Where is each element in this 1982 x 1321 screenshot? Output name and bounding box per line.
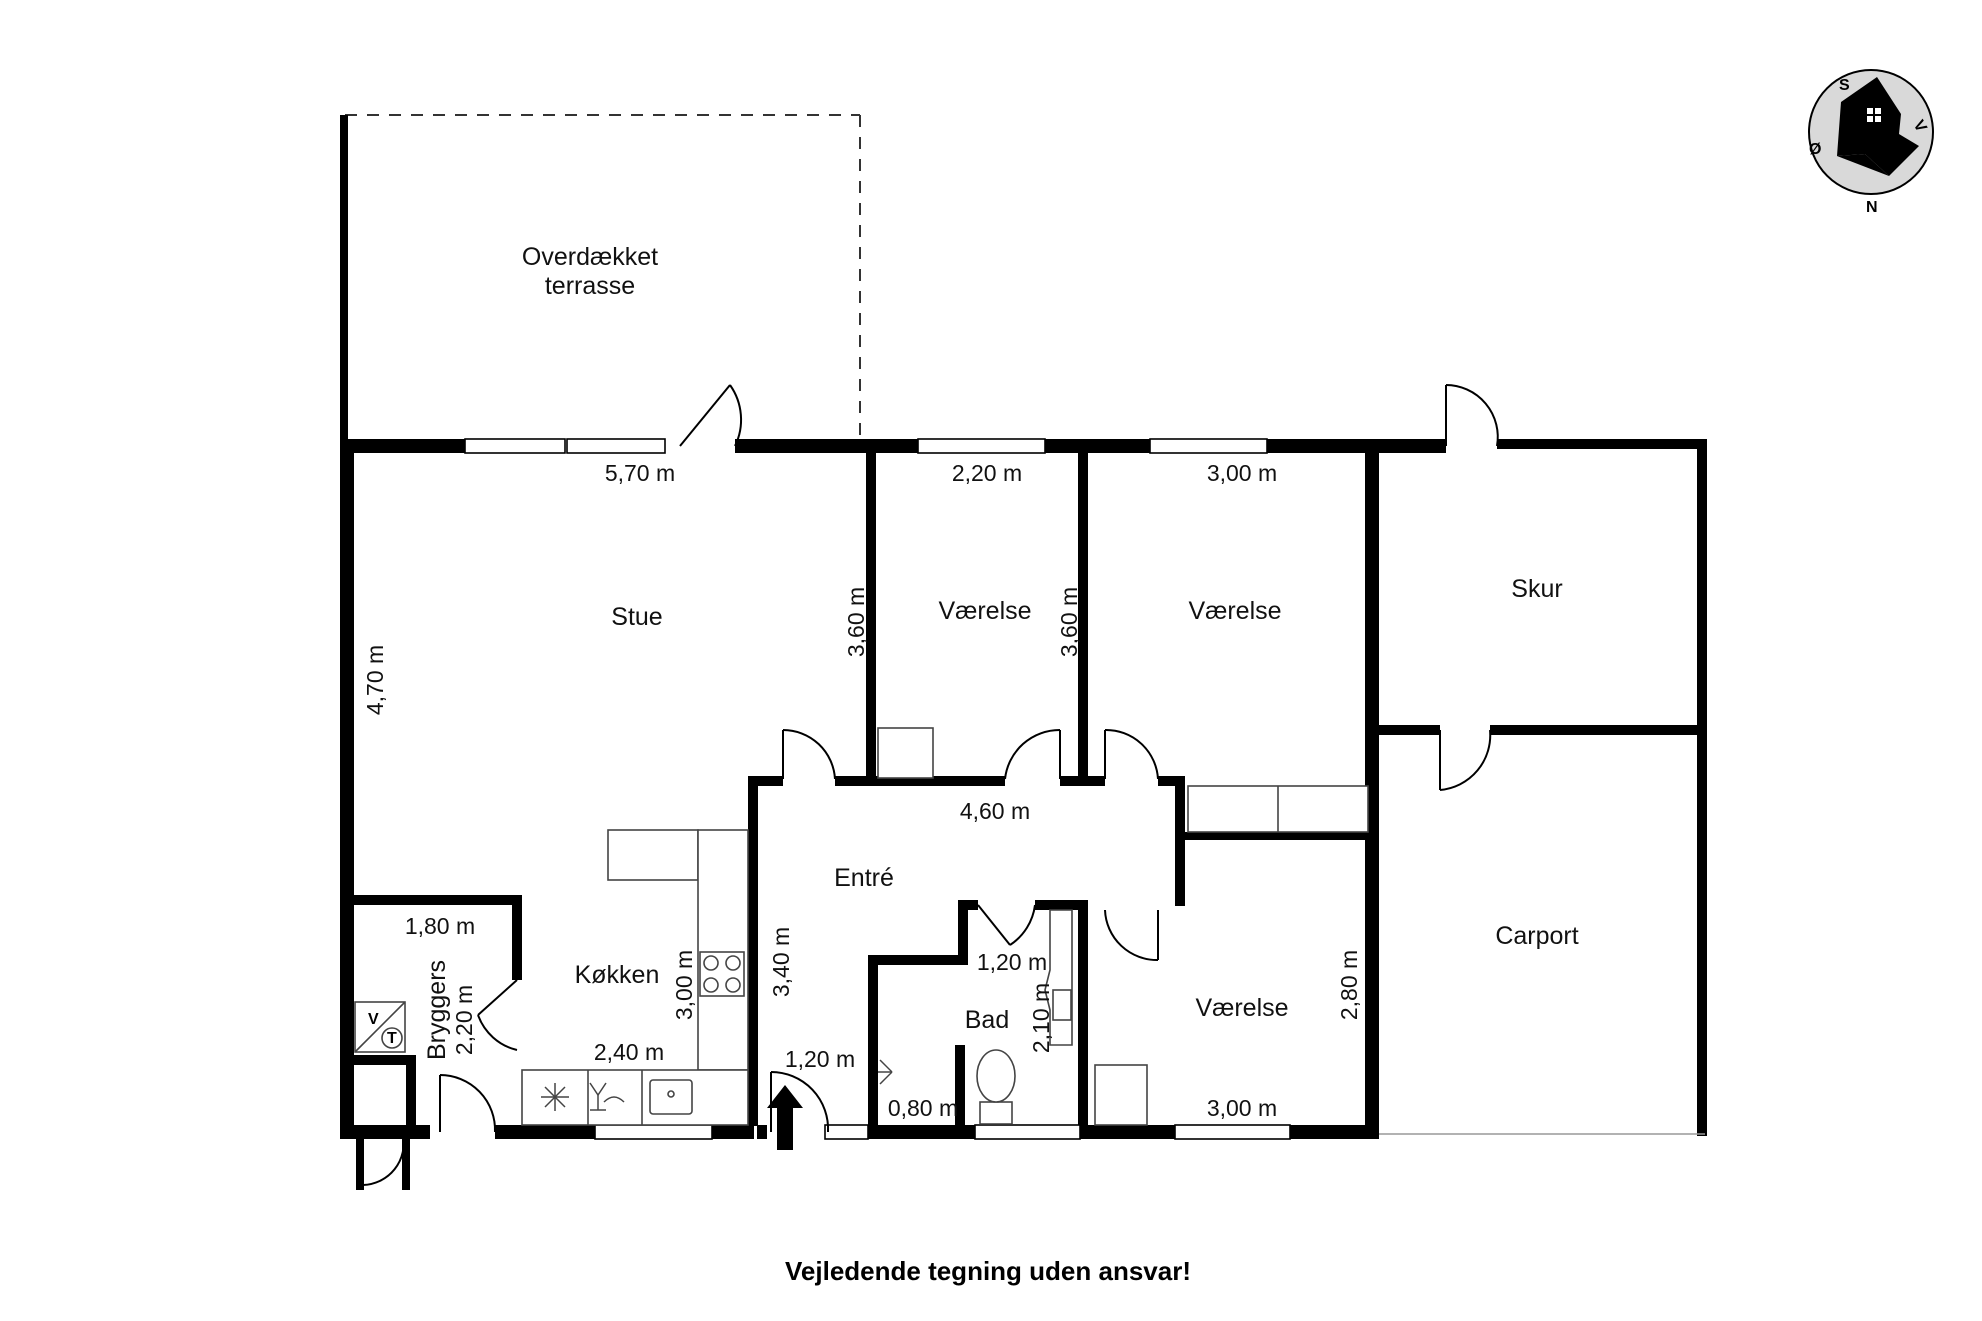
compass-icon: S V Ø N bbox=[1808, 69, 1934, 216]
dimension-label: 3,60 m bbox=[843, 587, 869, 657]
dimension-label: 1,20 m bbox=[977, 949, 1047, 975]
dimension-label: 1,20 m bbox=[785, 1046, 855, 1072]
room-label-terrace: terrasse bbox=[545, 272, 635, 300]
dimension-label: 2,20 m bbox=[952, 460, 1022, 486]
dimension-label: 5,70 m bbox=[605, 460, 675, 486]
washer-icon: V T bbox=[354, 1001, 406, 1053]
room-label-terrace: Overdækket bbox=[522, 243, 658, 271]
room-label-vaerelse: Værelse bbox=[1195, 994, 1288, 1022]
compass-north: N bbox=[1866, 199, 1878, 216]
dimension-label: 1,80 m bbox=[405, 913, 475, 939]
wardrobe bbox=[1094, 1064, 1148, 1126]
dimension-label: 4,70 m bbox=[362, 645, 388, 715]
walls bbox=[340, 439, 1707, 1139]
svg-text:T: T bbox=[387, 1030, 397, 1047]
room-label-stue: Stue bbox=[611, 603, 662, 631]
shower-icon bbox=[878, 1059, 893, 1085]
dishwasher-icon bbox=[589, 1082, 625, 1111]
dimension-label: 2,10 m bbox=[1028, 983, 1054, 1053]
covered-terrace bbox=[345, 114, 861, 440]
dimension-label: 3,00 m bbox=[1207, 460, 1277, 486]
entrance-arrow-icon bbox=[767, 1085, 803, 1150]
room-label-entre: Entré bbox=[834, 864, 894, 892]
room-label-vaerelse: Værelse bbox=[1188, 597, 1281, 625]
room-label-skur: Skur bbox=[1511, 575, 1562, 603]
outer-door-jamb bbox=[402, 1125, 410, 1190]
dimension-label: 3,00 m bbox=[671, 950, 697, 1020]
room-label-vaerelse: Værelse bbox=[938, 597, 1031, 625]
fixtures: V T bbox=[354, 727, 1369, 1126]
disclaimer-caption: Vejledende tegning uden ansvar! bbox=[785, 1256, 1191, 1286]
windows bbox=[464, 438, 1291, 1140]
room-label-koekken: Køkken bbox=[575, 961, 660, 989]
compass-south: S bbox=[1839, 77, 1850, 94]
terrace-wall-west bbox=[340, 115, 348, 445]
wardrobe bbox=[1187, 785, 1369, 833]
dimension-label: 2,40 m bbox=[594, 1039, 664, 1065]
sink-icon bbox=[649, 1079, 693, 1115]
room-label-bad: Bad bbox=[965, 1006, 1009, 1034]
wardrobe bbox=[877, 727, 934, 779]
freezer-icon bbox=[541, 1083, 569, 1111]
dimension-label: 2,20 m bbox=[451, 985, 477, 1055]
room-label-bryggers: Bryggers bbox=[423, 960, 451, 1060]
dimension-label: 3,60 m bbox=[1056, 587, 1082, 657]
toilet-icon bbox=[976, 1049, 1016, 1125]
compass-east: Ø bbox=[1809, 141, 1821, 158]
dimension-label: 3,40 m bbox=[768, 927, 794, 997]
dimension-label: 2,80 m bbox=[1336, 950, 1362, 1020]
hob-icon bbox=[699, 951, 745, 997]
dimension-label: 3,00 m bbox=[1207, 1095, 1277, 1121]
outer-door-jamb bbox=[356, 1125, 364, 1190]
svg-text:V: V bbox=[368, 1011, 379, 1028]
room-label-carport: Carport bbox=[1495, 922, 1578, 950]
dimension-label: 4,60 m bbox=[960, 798, 1030, 824]
dimension-label: 0,80 m bbox=[888, 1095, 958, 1121]
bath-sink-icon bbox=[1052, 989, 1072, 1021]
